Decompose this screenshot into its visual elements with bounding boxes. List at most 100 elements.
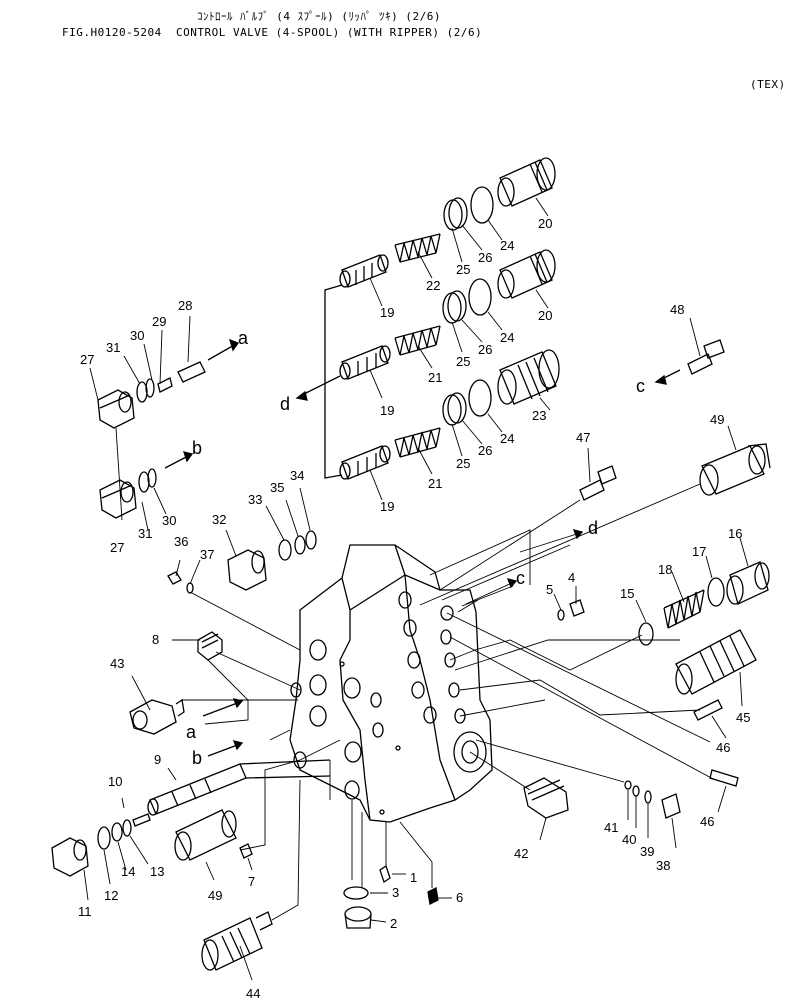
part-number-label: 38 [656, 858, 670, 873]
part-number-label: 49 [710, 412, 724, 427]
arrow-a-lower-line [202, 701, 241, 717]
o-ring-17 [707, 577, 725, 607]
spring-29 [157, 377, 173, 393]
part-number-label: 19 [380, 403, 394, 418]
part-number-label: 41 [604, 820, 618, 835]
valve-43 [129, 698, 185, 735]
part-number-label: 26 [478, 443, 492, 458]
plug-11 [51, 837, 89, 877]
spool-19-lower [339, 445, 391, 480]
arrow-a-upper-head [229, 338, 240, 352]
o-ring-26-24-upper [470, 186, 494, 224]
ring-14 [111, 822, 123, 842]
bolt-46-upper [693, 699, 723, 721]
cap-20-middle [497, 249, 556, 299]
part-number-label: 16 [728, 526, 742, 541]
part-number-label: 24 [500, 431, 514, 446]
part-number-label: 10 [108, 774, 122, 789]
connection-letter: d [588, 518, 598, 538]
part-number-label: 42 [514, 846, 528, 861]
cap-20-upper [497, 157, 556, 207]
part-number-label: 3 [392, 885, 399, 900]
part-number-label: 25 [456, 456, 470, 471]
number-leaders [83, 197, 749, 981]
part-number-label: 19 [380, 305, 394, 320]
part-number-label: 19 [380, 499, 394, 514]
part-number-label: 39 [640, 844, 654, 859]
plug-6 [427, 887, 439, 905]
part-number-label: 23 [532, 408, 546, 423]
spool-19-upper [339, 254, 389, 288]
part-number-label: 25 [456, 262, 470, 277]
part-number-label: 37 [200, 547, 214, 562]
part-number-label: 30 [162, 513, 176, 528]
arrow-d-left-line [299, 375, 341, 397]
plug-32 [227, 549, 267, 591]
plug-38 [661, 793, 681, 819]
ring-30-lower [147, 468, 157, 488]
part-number-label: 9 [154, 752, 161, 767]
valve-body [289, 544, 493, 823]
plug-27-lower [99, 479, 137, 519]
cap-49-lower [174, 809, 237, 861]
arrow-d-body-line [519, 532, 581, 553]
part-number-label: 15 [620, 586, 634, 601]
o-ring-31-lower [138, 471, 150, 493]
part-number-label: 49 [208, 888, 222, 903]
o-ring-33 [278, 539, 292, 561]
part-number-labels: 1234567891011121314151617181919192020212… [78, 216, 750, 998]
part-number-label: 28 [178, 298, 192, 313]
part-number-label: 40 [622, 832, 636, 847]
o-ring-24-lower [468, 379, 492, 417]
part-number-label: 48 [670, 302, 684, 317]
part-number-label: 47 [576, 430, 590, 445]
o-ring-24-middle [468, 278, 492, 316]
arrow-b-upper-head [183, 451, 194, 463]
arrow-c-right-head [654, 374, 667, 385]
fitting-48 [687, 339, 725, 375]
ring-35 [294, 535, 306, 555]
fitting-47 [579, 465, 617, 501]
part-number-label: 30 [130, 328, 144, 343]
connection-letter: a [186, 722, 197, 742]
plug-27-upper [97, 389, 135, 429]
plug-8 [197, 631, 223, 661]
valve-44 [201, 911, 273, 971]
ring-25-upper [443, 197, 468, 231]
spring-10 [132, 813, 151, 827]
connection-letter: b [192, 438, 202, 458]
spool-9 [147, 759, 331, 816]
plug-2 [344, 906, 372, 929]
o-ring-31-upper [136, 381, 148, 403]
ring-15 [638, 622, 654, 646]
part-number-label: 24 [500, 330, 514, 345]
connection-letter: d [280, 394, 290, 414]
part-number-label: 31 [106, 340, 120, 355]
connection-letter: b [192, 748, 202, 768]
arrow-d-body-head [572, 529, 584, 540]
part-number-label: 8 [152, 632, 159, 647]
part-number-label: 31 [138, 526, 152, 541]
poppet-28 [177, 361, 206, 383]
plug-7 [239, 843, 253, 859]
connection-letter: c [636, 376, 645, 396]
part-number-label: 34 [290, 468, 304, 483]
part-number-label: 25 [456, 354, 470, 369]
o-ring-5 [557, 609, 565, 621]
o-ring-13 [122, 819, 132, 837]
part-number-label: 26 [478, 342, 492, 357]
plug-1 [379, 864, 391, 884]
arrow-b-lower-head [232, 740, 244, 751]
arrow-b-lower-line [207, 743, 241, 757]
ring-30-upper [145, 378, 155, 398]
part-number-label: 20 [538, 216, 552, 231]
valve-42 [523, 777, 569, 819]
part-number-label: 2 [390, 916, 397, 931]
valve-45 [675, 629, 757, 695]
part-number-label: 32 [212, 512, 226, 527]
spring-18 [663, 589, 705, 629]
part-number-label: 46 [700, 814, 714, 829]
arrow-c-body-line [465, 581, 515, 605]
